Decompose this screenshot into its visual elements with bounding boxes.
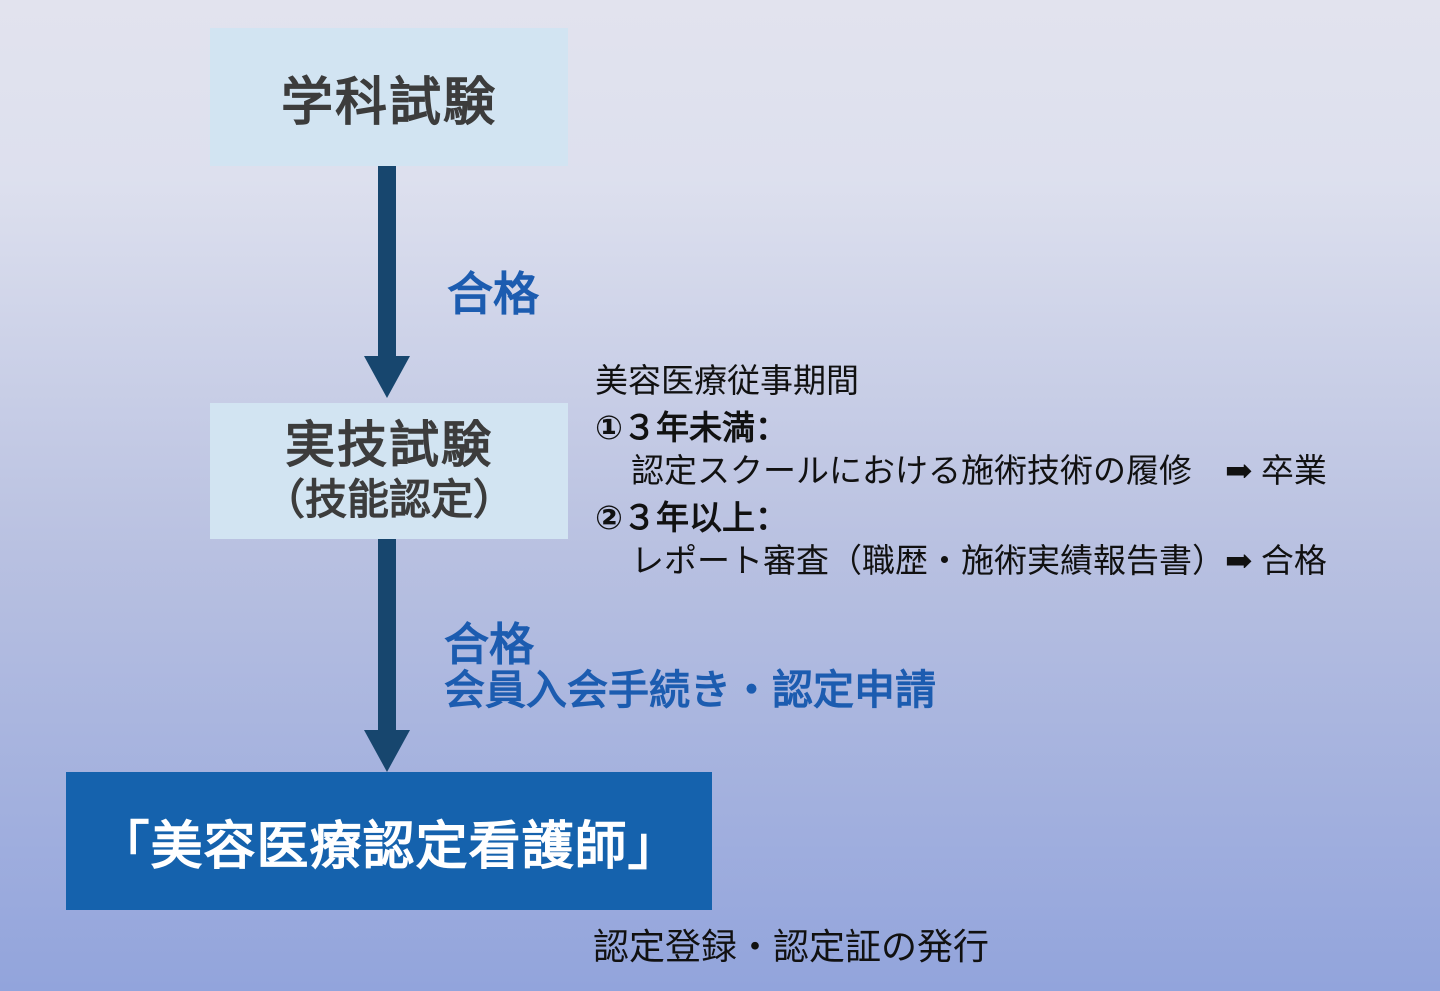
practical-exam-label: 実技試験 bbox=[285, 417, 493, 473]
down-arrow-2-shaft bbox=[378, 539, 396, 733]
experience-period-heading: 美容医療従事期間 bbox=[595, 364, 859, 400]
pass-label-1: 合格 bbox=[447, 268, 539, 320]
certified-nurse-box: 「美容医療認定看護師」 bbox=[66, 772, 712, 910]
membership-application-label: 会員入会手続き・認定申請 bbox=[444, 667, 936, 713]
practical-exam-sublabel: （技能認定） bbox=[262, 476, 515, 523]
pass-label-2: 合格 bbox=[444, 619, 535, 670]
written-exam-label: 学科試験 bbox=[280, 73, 497, 132]
registration-caption: 認定登録・認定証の発行 bbox=[593, 927, 990, 967]
condition-1-title: ①３年未満： bbox=[595, 409, 788, 446]
condition-2-title: ②３年以上： bbox=[595, 499, 788, 536]
down-arrow-1-shaft bbox=[378, 166, 396, 358]
certified-nurse-label: 「美容医療認定看護師」 bbox=[97, 817, 681, 876]
down-arrow-1-head bbox=[364, 356, 410, 398]
condition-2-detail: レポート審査（職歴・施術実績報告書）➡ 合格 bbox=[631, 544, 1327, 580]
practical-exam-box: 実技試験 （技能認定） bbox=[210, 403, 568, 539]
down-arrow-2-head bbox=[364, 730, 410, 772]
down-arrow-2-icon bbox=[364, 539, 410, 772]
written-exam-box: 学科試験 bbox=[210, 28, 568, 166]
experience-period-note: 美容医療従事期間 ①３年未満： 認定スクールにおける施術技術の履修 ➡ 卒業 ②… bbox=[595, 360, 1415, 585]
down-arrow-1-icon bbox=[364, 166, 410, 398]
condition-1-detail: 認定スクールにおける施術技術の履修 ➡ 卒業 bbox=[631, 454, 1327, 490]
